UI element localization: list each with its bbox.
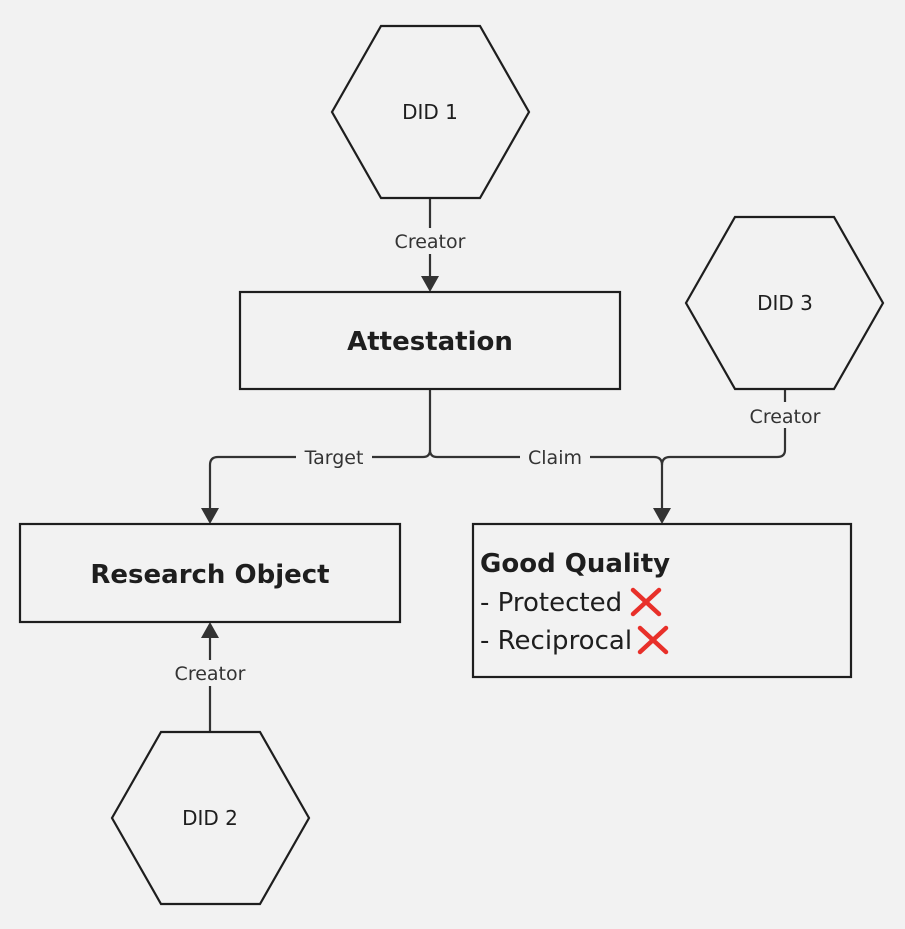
criterion-reciprocal: - Reciprocal	[480, 626, 632, 656]
edge-label-bg	[296, 444, 372, 470]
edge-attestation-good-quality: Claim	[428, 444, 671, 524]
rectangle-shape	[18, 522, 402, 624]
edge-label-creator-2: Creator	[175, 663, 246, 685]
node-good-quality[interactable]: Good Quality - Protected - Reciprocal	[471, 522, 853, 679]
edge-attestation-research-object: Target	[201, 390, 432, 524]
edge-label-creator-1: Creator	[395, 231, 466, 253]
hexagon-shape	[330, 24, 531, 200]
node-label: Research Object	[90, 560, 329, 590]
edge-did3-good-quality: Creator	[660, 390, 827, 466]
cross-mark-icon	[637, 625, 669, 655]
arrowhead-icon	[653, 508, 671, 524]
node-did3[interactable]: DID 3	[684, 215, 885, 391]
node-research-object[interactable]: Research Object	[18, 522, 402, 624]
arrowhead-icon	[201, 622, 219, 638]
edge-label-bg	[168, 660, 252, 686]
node-label: DID 3	[757, 291, 813, 315]
edge-did1-attestation: Creator	[388, 198, 472, 292]
criterion-protected: - Protected	[480, 588, 622, 618]
edge-label-target: Target	[304, 447, 364, 469]
edge-label-bg	[743, 402, 827, 428]
edge-label-bg	[520, 444, 590, 470]
node-did2[interactable]: DID 2	[110, 730, 311, 906]
arrowhead-icon	[421, 276, 439, 292]
edge-label-creator-3: Creator	[750, 406, 821, 428]
node-label: Attestation	[347, 327, 513, 357]
node-attestation[interactable]: Attestation	[238, 290, 622, 391]
edge-label-bg	[388, 228, 472, 254]
hexagon-shape	[684, 215, 885, 391]
edge-label-claim: Claim	[528, 447, 582, 469]
node-title: Good Quality	[480, 549, 670, 579]
edge-did2-research-object: Creator	[168, 622, 252, 732]
edge-line	[660, 390, 787, 466]
cross-mark-icon	[630, 587, 662, 617]
rectangle-shape	[471, 522, 853, 679]
arrowhead-icon	[201, 508, 219, 524]
rectangle-shape	[238, 290, 622, 391]
node-label: DID 1	[402, 100, 458, 124]
node-label: DID 2	[182, 806, 238, 830]
hexagon-shape	[110, 730, 311, 906]
node-did1[interactable]: DID 1	[330, 24, 531, 200]
